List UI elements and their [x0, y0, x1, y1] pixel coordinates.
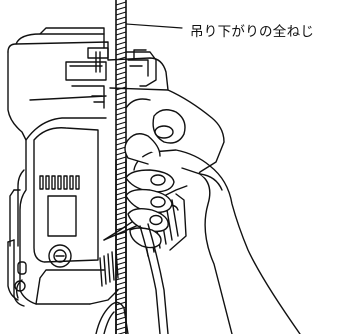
tool-body	[7, 27, 225, 307]
rod-thread-mark	[115, 171, 127, 176]
rod-thread-mark	[115, 191, 127, 196]
rod-thread-mark	[115, 176, 127, 181]
rod-thread-mark	[115, 111, 127, 116]
rod-thread-mark	[115, 281, 127, 286]
rod-thread-mark	[115, 251, 127, 256]
rod-thread-mark	[115, 81, 127, 86]
rod-thread-mark	[115, 276, 127, 281]
rod-thread-mark	[115, 286, 127, 291]
rod-thread-mark	[115, 166, 127, 171]
rod-thread-mark	[115, 271, 127, 276]
rod-thread-mark	[115, 71, 127, 76]
rod-thread-mark	[115, 121, 127, 126]
rod-thread-mark	[115, 206, 127, 211]
rod-thread-mark	[115, 246, 127, 251]
rod-thread-mark	[115, 256, 127, 261]
rod-thread-mark	[115, 16, 127, 21]
callout-leader-line	[125, 23, 183, 29]
rod-thread-mark	[115, 216, 127, 221]
rod-thread-mark	[115, 6, 127, 11]
rod-thread-mark	[115, 51, 127, 56]
rod-thread-mark	[115, 26, 127, 31]
rod-thread-mark	[115, 11, 127, 16]
rod-thread-mark	[115, 91, 127, 96]
rod-thread-mark	[115, 221, 127, 226]
rod-thread-mark	[115, 36, 127, 41]
rod-thread-mark	[115, 316, 127, 321]
rod-thread-mark	[115, 86, 127, 91]
rod-thread-mark	[115, 186, 127, 191]
callout-label-threaded-rod: 吊り下がりの全ねじ	[190, 24, 315, 40]
rod-thread-mark	[115, 241, 127, 246]
rod-thread-mark	[115, 151, 127, 156]
rod-thread-mark	[115, 266, 127, 271]
rod-thread-mark	[115, 136, 127, 141]
rod-thread-mark	[115, 41, 127, 46]
rod-thread-mark	[115, 211, 127, 216]
rod-thread-mark	[115, 131, 127, 136]
rod-thread-mark	[115, 201, 127, 206]
hand	[124, 133, 301, 334]
rod-thread-mark	[115, 141, 127, 146]
rod-thread-mark	[115, 161, 127, 166]
vent-slots	[39, 175, 80, 190]
rod-thread-mark	[115, 231, 127, 236]
rod-thread-mark	[115, 296, 127, 301]
rod-thread-mark	[115, 56, 127, 61]
rod-thread-mark	[115, 181, 127, 186]
threaded-rod-front	[115, 159, 127, 334]
rod-thread-mark	[115, 321, 127, 326]
rod-thread-mark	[115, 96, 127, 101]
rod-thread-mark	[115, 46, 127, 51]
rod-thread-mark	[115, 291, 127, 296]
rod-thread-mark	[115, 31, 127, 36]
rod-thread-mark	[115, 101, 127, 106]
rod-thread-mark	[115, 1, 127, 6]
rod-thread-mark	[115, 66, 127, 71]
rod-thread-mark	[115, 236, 127, 241]
rod-thread-mark	[115, 156, 127, 161]
rod-thread-mark	[115, 261, 127, 266]
rod-thread-mark	[115, 21, 127, 26]
rod-thread-mark	[115, 106, 127, 111]
rod-thread-mark	[115, 76, 127, 81]
rod-thread-mark	[115, 116, 127, 121]
rod-thread-mark	[115, 226, 127, 231]
power-cord	[95, 223, 169, 334]
dial-knob	[48, 244, 72, 268]
rod-thread-mark	[115, 126, 127, 131]
threaded-rod	[115, 0, 127, 334]
rod-thread-mark	[115, 326, 127, 331]
rod-thread-mark	[115, 61, 127, 66]
rod-thread-mark	[115, 196, 127, 201]
